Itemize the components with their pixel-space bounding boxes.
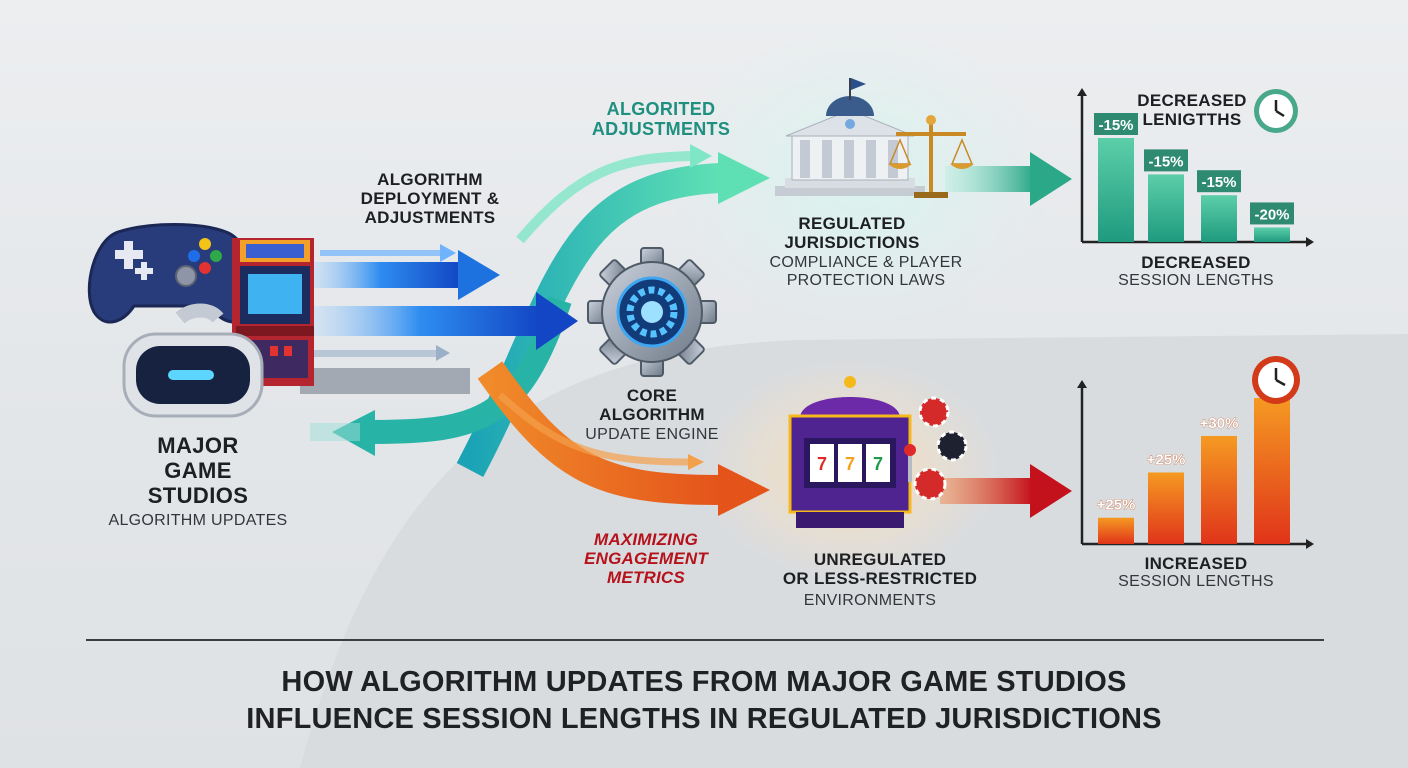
chart-increased-data-label: +25% [1147,451,1186,468]
chart-increased: +25% +25% +30% [1077,356,1314,549]
chart-increased-caption-line: SESSION LENGTHS [1118,573,1274,591]
unregulated-title: UNREGULATED OR LESS-RESTRICTED [770,550,990,588]
chart-decreased-label-tag [1250,202,1294,225]
unregulated-subtitle: ENVIRONMENTS [803,592,937,609]
unregulated-title-line: UNREGULATED [813,550,947,569]
chart-decreased-bar [1148,174,1184,242]
chart-increased-bar [1254,398,1290,544]
engine-subtitle: UPDATE ENGINE [585,426,719,443]
chart-decreased-title: DECREASED LENIGTTHS [1137,91,1247,129]
engine-title-line: CORE [626,386,678,405]
chart-increased-caption: INCREASED SESSION LENGTHS [1098,554,1294,591]
chart-decreased-label-tag [1094,113,1138,135]
adjustments-label: ALGORITED ADJUSTMENTS [566,99,756,140]
unregulated-to-chart-arrow [940,464,1072,518]
regulated-subtitle-line: PROTECTION LAWS [786,272,946,290]
page-title-line: HOW ALGORITHM UPDATES FROM MAJOR GAME ST… [281,666,1127,698]
studios-title: MAJOR GAME STUDIOS [108,433,288,509]
regulated-title: REGULATED JURISDICTIONS [762,214,942,252]
studios-subtitle: ALGORITHM UPDATES [108,512,288,529]
adjustments-label-line: ADJUSTMENTS [591,119,731,140]
unregulated-title-line: OR LESS-RESTRICTED [782,569,978,589]
deployment-label-line: ADJUSTMENTS [364,208,496,228]
engine-title: CORE ALGORITHM [572,386,732,424]
chart-decreased-caption-line: SESSION LENGTHS [1118,272,1274,290]
engagement-label-line: ENGAGEMENT [584,549,708,569]
regulated-title-line: JURISDICTIONS [784,233,920,253]
chart-decreased-bar [1098,138,1134,242]
adjustments-label-line: ALGORITED [606,99,716,119]
vr-headset-icon [122,303,264,418]
chart-decreased-bar [1254,227,1290,242]
chart-decreased-label-tag [1144,149,1188,172]
courthouse-icon [775,78,925,196]
chart-increased-bar [1098,517,1134,544]
chart-increased-data-label: +25% [1097,497,1136,514]
chart-decreased-caption-line: DECREASED [1141,253,1251,272]
chart-decreased-label-tag [1197,170,1241,193]
chart-increased-bar [1201,435,1237,544]
blue-flow-arrows [300,244,578,394]
regulated-title-line: REGULATED [798,214,906,233]
deployment-label-line: DEPLOYMENT & [360,189,500,209]
deployment-label-line: ALGORITHM [377,170,483,189]
deployment-label: ALGORITHM DEPLOYMENT & ADJUSTMENTS [330,170,530,228]
engagement-label-line: METRICS [607,568,685,588]
slot-machine-icon: 7 7 7 [788,376,916,528]
engine-title-line: ALGORITHM [599,405,705,425]
chart-decreased-bar [1201,195,1237,242]
casino-chips-icon [913,396,968,501]
gear-icon [587,247,717,377]
chart-decreased-data-label: -15% [1148,153,1183,170]
svg-text:7: 7 [845,454,855,474]
engagement-label: MAXIMIZING ENGAGEMENT METRICS [566,530,726,588]
chart-increased-data-label: +30% [1200,415,1239,432]
chart-decreased-caption: DECREASED SESSION LENGTHS [1098,253,1294,290]
chart-decreased-data-label: -20% [1254,206,1289,223]
engagement-label-line: MAXIMIZING [594,530,698,549]
chart-increased-bar [1148,472,1184,544]
clock-icon [1252,356,1300,404]
chart-increased-caption-line: INCREASED [1144,554,1248,573]
orange-flow-arrow [477,361,770,516]
scales-of-justice-icon [888,115,974,198]
svg-text:7: 7 [817,454,827,474]
chart-decreased-data-label: -15% [1201,174,1236,191]
divider-rule [86,639,1324,641]
chart-decreased-data-label: -15% [1098,117,1133,134]
page-title-line: INFLUENCE SESSION LENGTHS IN REGULATED J… [246,703,1162,735]
clock-icon [1254,89,1298,133]
studios-title-line: MAJOR [157,433,239,458]
studios-title-line: GAME [164,457,232,483]
studios-title-line: STUDIOS [147,482,249,508]
page-title: HOW ALGORITHM UPDATES FROM MAJOR GAME ST… [104,664,1304,738]
regulated-subtitle-line: COMPLIANCE & PLAYER [769,254,963,271]
regulated-subtitle: COMPLIANCE & PLAYER PROTECTION LAWS [752,254,980,290]
chart-decreased: -15% -15% -15% -20% [1077,88,1314,247]
regulated-to-chart-arrow [945,152,1072,206]
gamepad-icon [87,223,257,324]
svg-text:7: 7 [873,454,883,474]
